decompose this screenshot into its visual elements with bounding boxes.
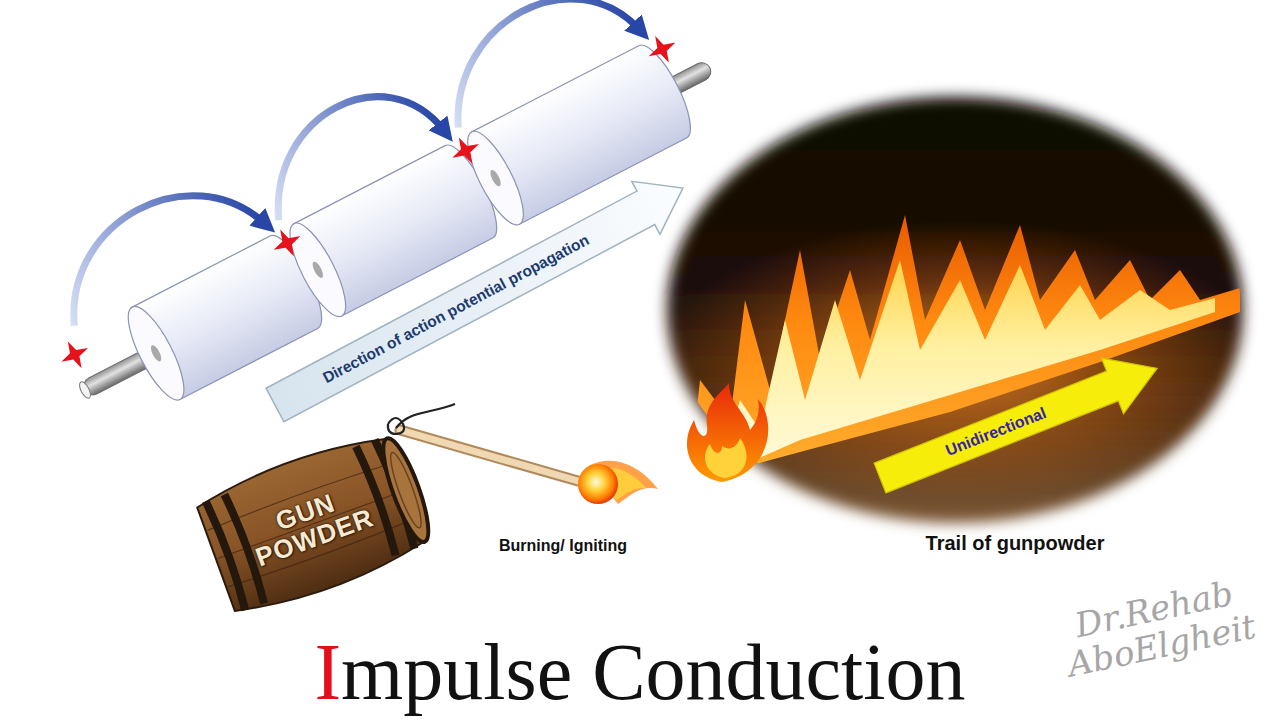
unidirectional-arrow [869,340,1168,505]
watermark: Dr.Rehab AboElgheit [1038,568,1279,689]
flame-icon [687,383,768,482]
saltatory-arc [245,68,446,220]
axon-section [311,260,325,279]
illustration-part [705,438,747,478]
node-star [642,29,682,69]
barrel-lid-inner [386,450,427,530]
axon-section [149,344,163,363]
illustration-part [388,418,404,434]
illustration-part [445,131,485,171]
axon-section [488,169,502,188]
myelin-face [118,300,194,407]
fuse [388,404,578,481]
illustration-part [687,383,768,482]
illustration-part [578,464,618,504]
illustration-part [642,29,682,69]
barrel-hoop [206,500,248,610]
caption-label: Trail of gunpowder [926,532,1105,555]
myelin-face [280,216,356,323]
myelin-face [457,125,533,232]
flames-outer [690,215,1240,482]
node-star [445,131,485,171]
fire-scene [660,97,1260,523]
illustration-part [400,430,578,481]
axon-illustration [16,0,734,440]
gunpowder-barrel: GUN POWDER [172,413,449,636]
illustration-part [869,340,1168,505]
illustration-part [400,430,578,481]
illustration-part [54,335,94,375]
illustration-part [267,223,307,263]
node-star [267,223,307,263]
saltatory-arc [424,0,641,128]
illustration-part [261,162,697,432]
node-star [54,335,94,375]
barrel-lid [375,434,437,546]
illustration-part [396,404,455,428]
diagram-title: Impulse Conduction [314,632,965,712]
axon-end [77,380,92,400]
fireball [578,461,658,504]
direction-arrow [261,162,697,432]
saltatory-arc [40,161,266,326]
caption-label: Burning/ Igniting [499,537,627,555]
